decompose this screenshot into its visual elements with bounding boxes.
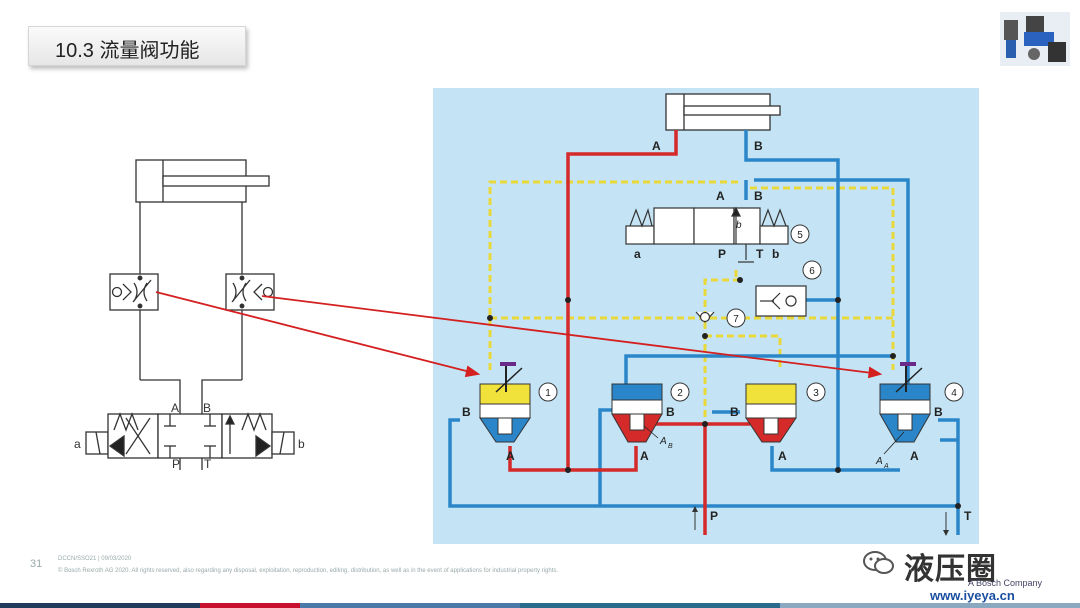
- callout-2: 2: [677, 388, 683, 399]
- valve-5: [625, 206, 789, 263]
- circuit-labels: A B A B a b P T B A B A B A B A P T: [462, 139, 972, 523]
- valve-6: [755, 285, 807, 317]
- v3-port-b: B: [730, 405, 739, 419]
- watermark-text: 液压圈: [904, 552, 997, 587]
- v4-area-sub: A: [883, 463, 889, 470]
- supply-p: P: [710, 509, 718, 523]
- left-port-t-label: T: [204, 457, 212, 471]
- v2-area-label: A: [659, 436, 667, 447]
- page-number: 31: [30, 558, 43, 570]
- v4-port-a: A: [910, 449, 919, 463]
- valve-1: [479, 362, 531, 443]
- cyl-port-b: B: [754, 139, 763, 153]
- watermark-url: www.iyeya.cn: [930, 588, 1015, 603]
- callout-4: 4: [951, 388, 957, 399]
- callout-1: 1: [545, 388, 551, 399]
- pilot-lines: [488, 180, 895, 520]
- callout-3: 3: [813, 388, 819, 399]
- cyl-port-a: A: [652, 139, 661, 153]
- bottom-stripe: [0, 603, 1080, 608]
- left-solenoid-a-label: a: [74, 437, 81, 451]
- v2-port-b: B: [666, 405, 675, 419]
- annotation-arrows: [155, 291, 883, 379]
- valve5-port-p: P: [718, 247, 726, 261]
- wechat-icon: [863, 551, 894, 574]
- footer-line2: © Bosch Rexroth AG 2020. All rights rese…: [58, 568, 559, 574]
- left-port-a-label: A: [171, 401, 179, 415]
- valve-7: [695, 311, 715, 323]
- v2-area-sub: B: [668, 443, 673, 450]
- tank-t: T: [964, 509, 972, 523]
- v3-port-a: A: [778, 449, 787, 463]
- bosch-company: A Bosch Company: [968, 578, 1043, 588]
- valve5-solenoid-a: a: [634, 247, 641, 261]
- callout-6: 6: [809, 266, 815, 277]
- left-symbol-labels: A B P T a b: [74, 401, 305, 471]
- v1-port-a: A: [506, 449, 515, 463]
- v2-port-a: A: [640, 449, 649, 463]
- valve-2: [611, 383, 663, 443]
- tank-lines: [448, 130, 960, 535]
- valve5-solenoid-b: b: [772, 247, 779, 261]
- valve5-port-t: T: [756, 247, 764, 261]
- callouts: [538, 224, 964, 402]
- valve-3: [745, 383, 797, 443]
- valve-4: [879, 362, 931, 443]
- left-symbol: [85, 159, 295, 470]
- callout-labels: 1 2 3 4 5 6 7: [545, 230, 957, 399]
- left-solenoid-b-label: b: [298, 437, 305, 451]
- junction-dots: [487, 277, 961, 509]
- right-cylinder: [665, 93, 781, 131]
- footer-line1: DCCN/SSO21 | 09/03/2020: [58, 556, 132, 562]
- title-box: 10.3 流量阀功能: [28, 26, 246, 66]
- v4-port-b: B: [934, 405, 943, 419]
- left-port-b-label: B: [203, 401, 211, 415]
- callout-5: 5: [797, 230, 803, 241]
- valve5-port-b: B: [754, 189, 763, 203]
- left-port-p-label: P: [172, 457, 180, 471]
- v4-area-label: A: [875, 456, 883, 467]
- valve5-pilot-b: b: [736, 220, 742, 231]
- valve5-port-a: A: [716, 189, 725, 203]
- product-logo-icon: [1000, 12, 1070, 66]
- callout-7: 7: [733, 314, 739, 325]
- slide-title: 10.3 流量阀功能: [55, 40, 200, 62]
- v1-port-b: B: [462, 405, 471, 419]
